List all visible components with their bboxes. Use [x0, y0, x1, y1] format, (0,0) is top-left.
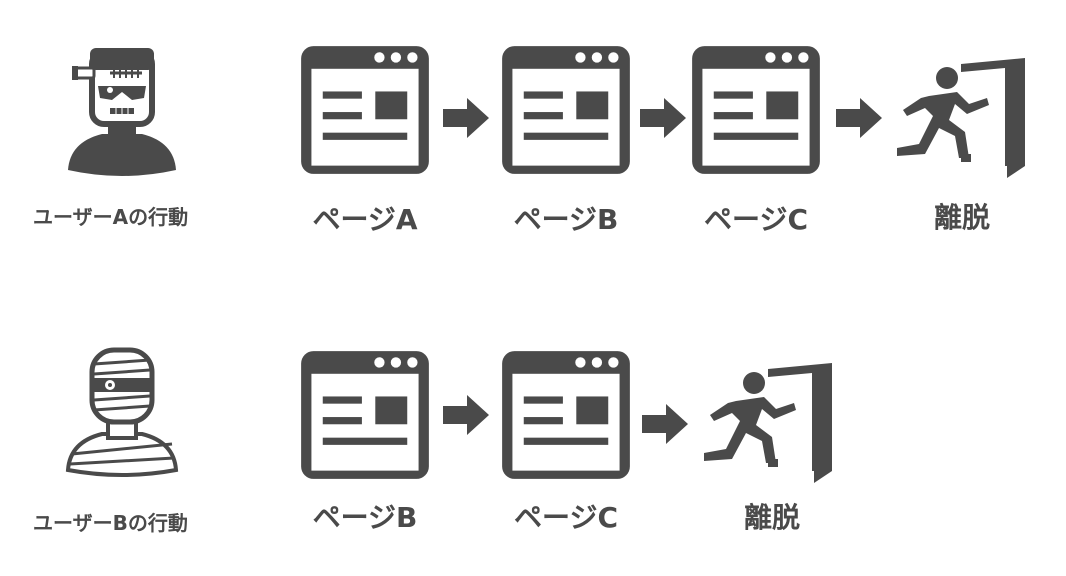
- row-a-step-3-icon: [688, 42, 824, 178]
- row-a-step-1-icon: [297, 42, 433, 178]
- browser-window-icon: [297, 347, 433, 483]
- row-b-step-1-icon: [297, 347, 433, 483]
- row-b-exit-icon: [702, 363, 837, 488]
- row-a-step-1-label: ページA: [312, 203, 418, 236]
- exit-running-icon: [702, 363, 837, 488]
- row-a-step-2-icon: [498, 42, 634, 178]
- user-a-label: ユーザーAの行動: [33, 205, 189, 229]
- mummy-user-icon: [65, 347, 179, 477]
- arrow-right-icon: [642, 404, 688, 444]
- row-a-exit-icon: [895, 58, 1030, 183]
- user-b-avatar: [62, 346, 182, 480]
- arrow-right-icon: [836, 98, 882, 138]
- row-b-step-2-label: ページC: [514, 501, 618, 534]
- user-a-avatar: [62, 42, 182, 182]
- browser-window-icon: [688, 42, 824, 178]
- row-a-step-3-label: ページC: [704, 203, 808, 236]
- exit-running-icon: [895, 58, 1030, 183]
- browser-window-icon: [498, 42, 634, 178]
- row-b-step-1-label: ページB: [312, 501, 418, 534]
- arrow-right-icon: [443, 98, 489, 138]
- frankenstein-user-icon: [68, 48, 176, 176]
- user-b-label: ユーザーBの行動: [33, 511, 188, 535]
- browser-window-icon: [297, 42, 433, 178]
- row-b-step-2-icon: [498, 347, 634, 483]
- arrow-right-icon: [640, 98, 686, 138]
- row-a-step-2-label: ページB: [513, 203, 619, 236]
- row-b-exit-label: 離脱: [743, 501, 800, 534]
- arrow-right-icon: [443, 395, 489, 435]
- browser-window-icon: [498, 347, 634, 483]
- row-a-exit-label: 離脱: [933, 201, 990, 234]
